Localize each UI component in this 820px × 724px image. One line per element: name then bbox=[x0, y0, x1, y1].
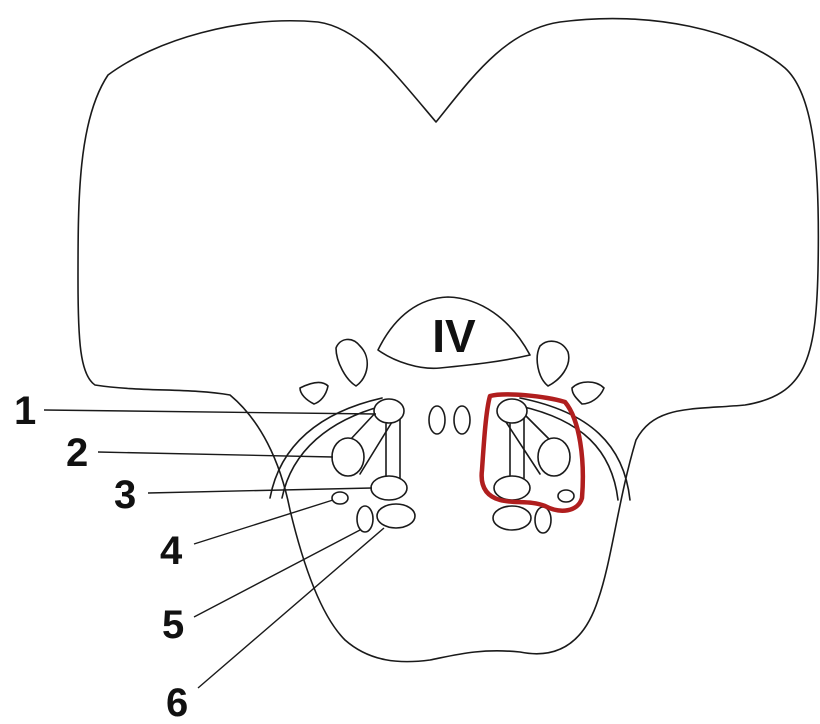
right-lower-fragment bbox=[572, 382, 604, 404]
left-nucleus-5 bbox=[357, 506, 373, 532]
left-nucleus-3 bbox=[371, 476, 407, 500]
right-nucleus-6 bbox=[493, 506, 531, 530]
left-nucleus-1 bbox=[374, 399, 404, 423]
right-nucleus-1 bbox=[497, 399, 527, 423]
leader-line-2 bbox=[98, 452, 333, 457]
right-upper-fragment bbox=[537, 341, 569, 386]
label-4: 4 bbox=[160, 529, 183, 573]
left-lower-fragment bbox=[300, 382, 328, 404]
label-5: 5 bbox=[162, 603, 184, 647]
left-upper-fragment bbox=[336, 339, 367, 386]
leader-line-1 bbox=[44, 410, 376, 414]
left-nucleus-6 bbox=[377, 504, 415, 528]
midline-oval-1 bbox=[429, 406, 445, 434]
left-nuclei-group bbox=[332, 399, 415, 532]
right-nucleus-3 bbox=[494, 476, 530, 500]
label-1: 1 bbox=[14, 389, 36, 433]
right-nucleus-5 bbox=[535, 507, 551, 533]
label-6: 6 bbox=[166, 681, 188, 724]
label-2: 2 bbox=[66, 431, 88, 475]
right-fiber-arc-outer bbox=[520, 398, 630, 500]
midline-oval-2 bbox=[454, 406, 470, 434]
right-nucleus-2 bbox=[538, 438, 570, 476]
leader-line-6 bbox=[198, 528, 384, 688]
ventricle-label: IV bbox=[432, 310, 476, 362]
left-nucleus-2 bbox=[332, 438, 364, 476]
leader-line-5 bbox=[194, 530, 360, 617]
right-nucleus-4 bbox=[558, 490, 574, 502]
leader-line-4 bbox=[194, 500, 333, 544]
label-3: 3 bbox=[114, 473, 136, 517]
left-nucleus-4 bbox=[332, 492, 348, 504]
